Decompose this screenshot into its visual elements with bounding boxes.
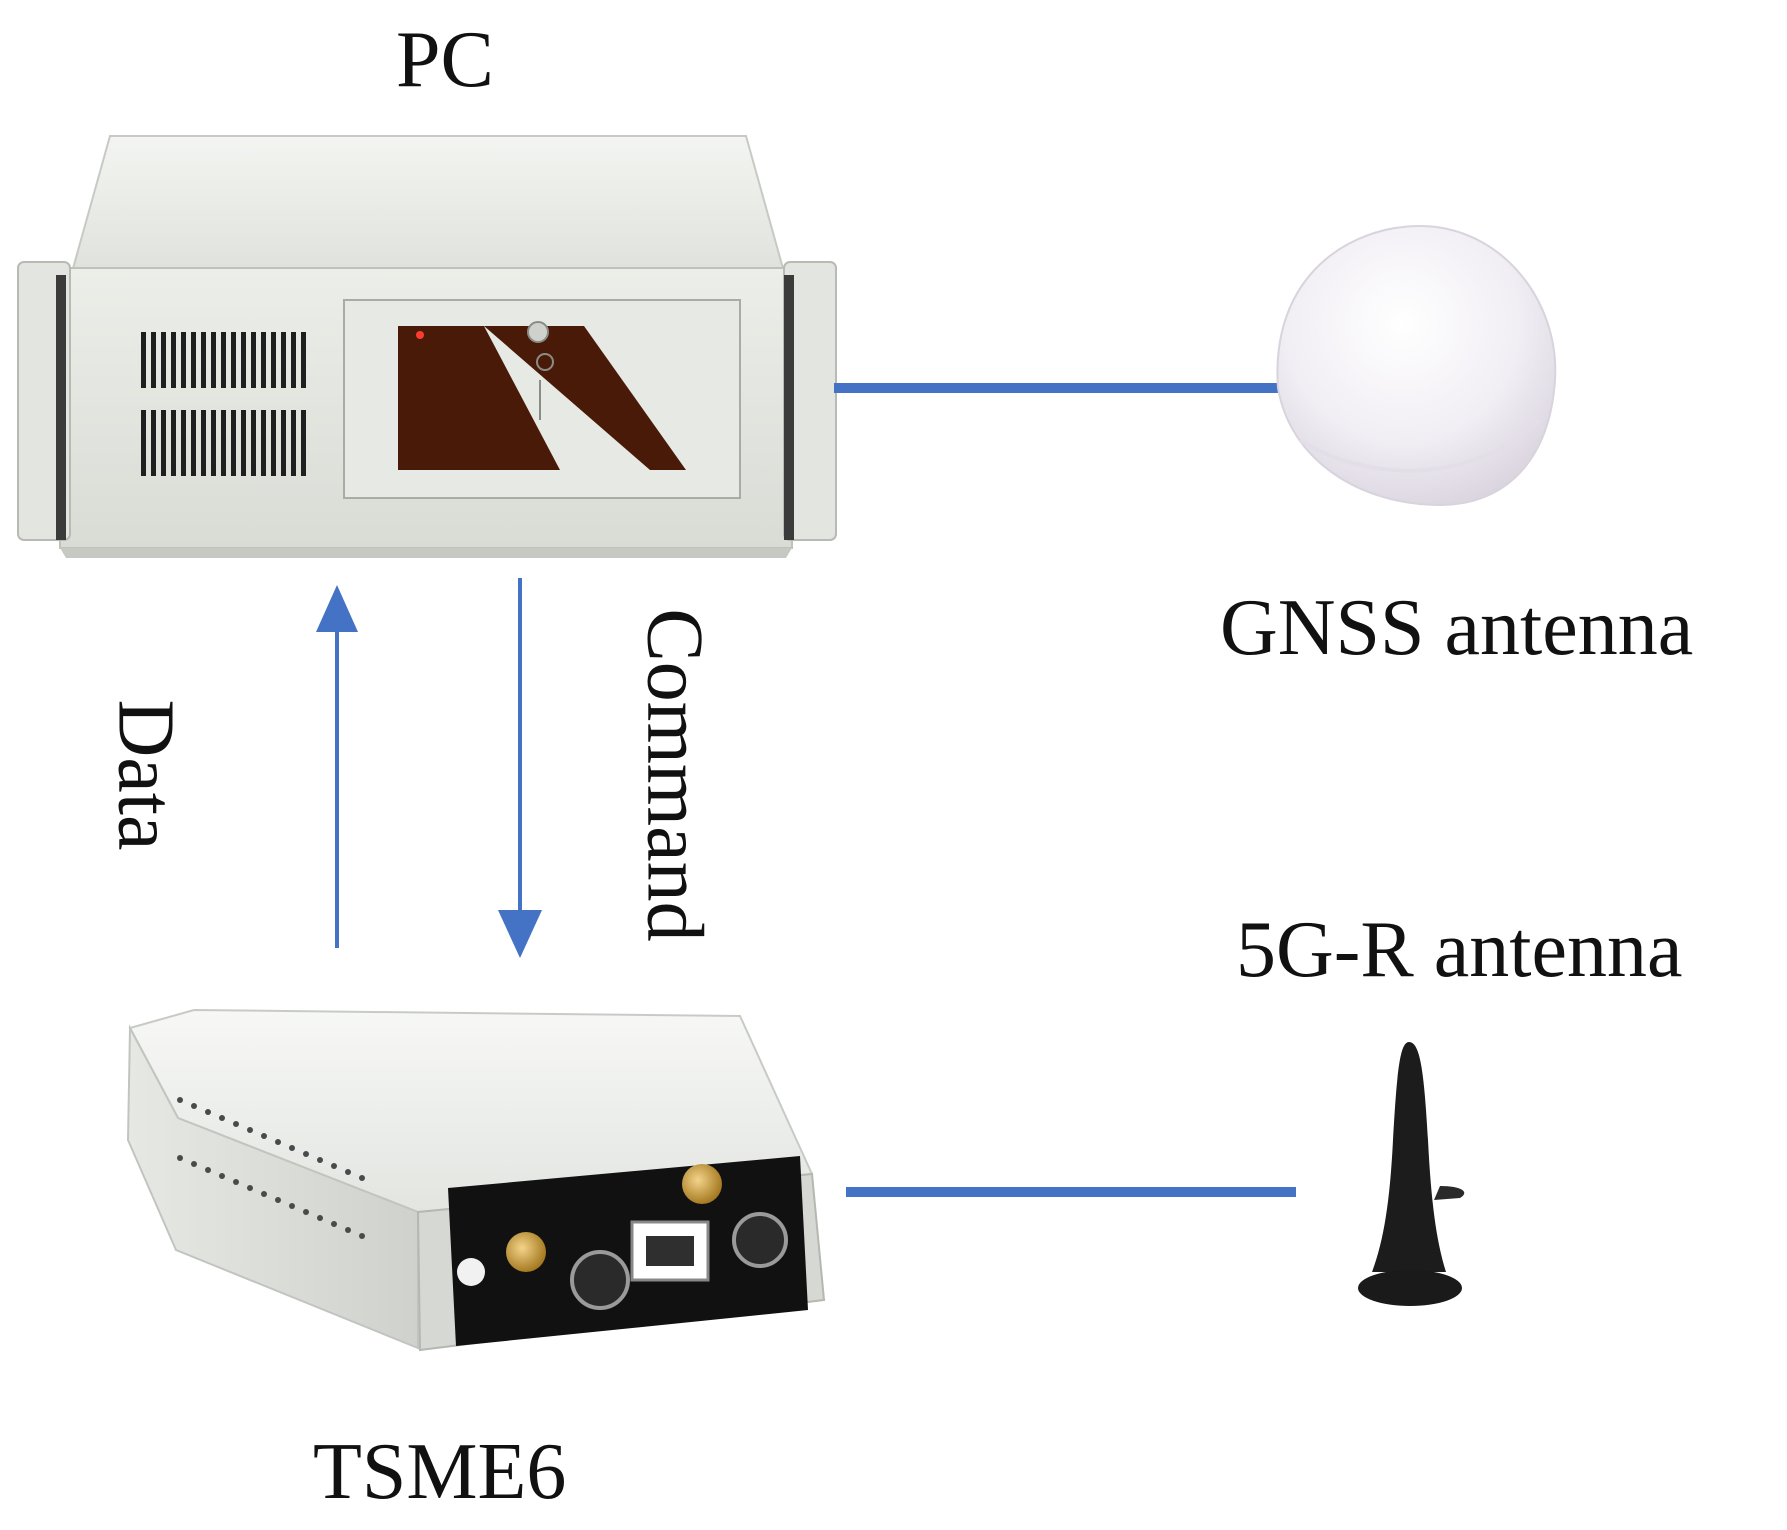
command-arrow [498, 578, 542, 958]
data-arrow [316, 585, 358, 948]
fiveg-r-antenna-icon [1358, 1042, 1465, 1306]
command-label: Command [630, 608, 719, 942]
command-arrow-head [498, 910, 542, 958]
tsme6-rf-connector-2 [682, 1164, 722, 1204]
tsme6-power-button [457, 1258, 485, 1286]
pc-label: PC [396, 16, 494, 104]
tsme6-rf-connector-1 [506, 1232, 546, 1272]
tsme6-side-panel [126, 1024, 419, 1350]
data-arrow-head [316, 585, 358, 632]
pc-right-handle [784, 275, 794, 540]
pc-left-handle [56, 275, 66, 540]
pc-power-led [416, 331, 424, 339]
fiveg-antenna-base [1358, 1270, 1462, 1306]
pc-window-cutout [484, 326, 686, 470]
tsme6-label: TSME6 [313, 1428, 567, 1516]
gnss-antenna-label: GNSS antenna [1220, 584, 1694, 672]
tsme6-side-vents [177, 1097, 365, 1239]
data-label: Data [101, 699, 190, 851]
pc-icon [17, 135, 837, 558]
fiveg-antenna-whip [1372, 1042, 1446, 1272]
pc-top-panel [70, 135, 786, 273]
fiveg-r-antenna-label: 5G-R antenna [1236, 906, 1683, 994]
tsme6-lemo-port-1 [570, 1250, 630, 1310]
tsme6-front-panel [448, 1156, 808, 1346]
gnss-antenna-icon [1276, 224, 1557, 507]
pc-vent-grille [141, 332, 306, 476]
pc-key-lock [527, 321, 549, 343]
gnss-dome [1276, 224, 1557, 507]
tsme6-lemo-port-2 [732, 1212, 788, 1268]
tsme6-icon [126, 1008, 826, 1352]
